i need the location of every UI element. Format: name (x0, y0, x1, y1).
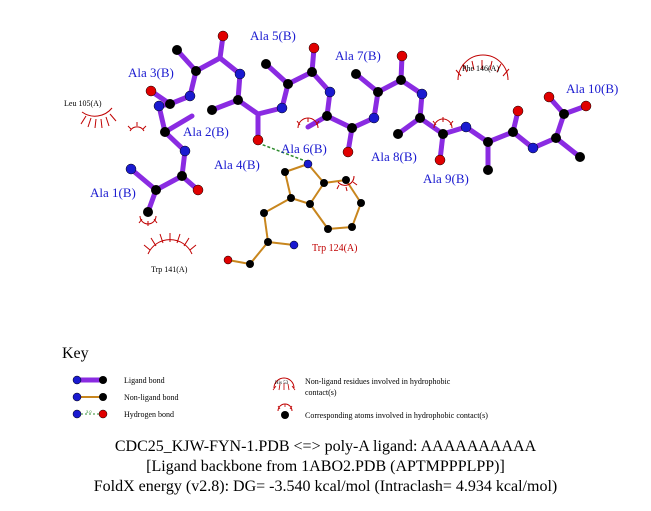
hydrophobic-arcs (80, 54, 510, 255)
phe-146-arc (455, 54, 510, 81)
hydrogen-bond (257, 142, 309, 163)
label-ala-7: Ala 7(B) (335, 48, 381, 63)
atoms (125, 30, 592, 268)
key-corresponding-atoms: Corresponding atoms involved in hydropho… (277, 403, 488, 420)
label-ala-8: Ala 8(B) (371, 149, 417, 164)
key-non-ligand-bond-label: Non-ligand bond (124, 393, 178, 402)
caption-line-3: FoldX energy (v2.8): DG= -3.540 kcal/mol… (94, 478, 557, 495)
label-leu-105: Leu 105(A) (64, 99, 102, 108)
key-ligand-bond: Ligand bond (72, 375, 165, 385)
label-ala-4: Ala 4(B) (214, 157, 260, 172)
caption-line-2: [Ligand backbone from 1ABO2.PDB (APTMPPP… (146, 458, 505, 475)
label-ala-2: Ala 2(B) (183, 124, 229, 139)
label-ala-1: Ala 1(B) (90, 185, 136, 200)
leu-105-arc (80, 107, 117, 129)
atom-contact-marks (127, 117, 454, 226)
label-phe-146: Phe 146(A) (462, 64, 499, 73)
key-hydrophobic-label-2: contact(s) (305, 388, 337, 397)
trp-141-arc (143, 233, 197, 255)
label-trp-141: Trp 141(A) (151, 265, 188, 274)
key-hydrophobic-residue: His 53 Non-ligand residues involved in h… (272, 377, 451, 397)
key-hydrogen-bond: 3.0 Hydrogen bond (72, 409, 174, 419)
key: Key Ligand bond Non-ligand bond 3.0 Hydr… (62, 345, 488, 420)
key-hydrogen-bond-label: Hydrogen bond (124, 410, 174, 419)
residue-labels: Ala 1(B) Ala 2(B) Ala 3(B) Ala 4(B) Ala … (64, 28, 618, 274)
key-ligand-bond-label: Ligand bond (124, 376, 165, 385)
label-ala-3: Ala 3(B) (128, 65, 174, 80)
label-ala-10: Ala 10(B) (566, 81, 618, 96)
label-ala-6: Ala 6(B) (281, 141, 327, 156)
key-his-53: His 53 (275, 381, 289, 386)
label-ala-5: Ala 5(B) (250, 28, 296, 43)
label-trp-124: Trp 124(A) (312, 243, 357, 254)
caption-line-1: CDC25_KJW-FYN-1.PDB <=> poly-A ligand: A… (115, 438, 537, 455)
key-title: Key (62, 345, 89, 362)
label-ala-9: Ala 9(B) (423, 171, 469, 186)
key-corresponding-atoms-label: Corresponding atoms involved in hydropho… (305, 411, 488, 420)
key-non-ligand-bond: Non-ligand bond (72, 392, 178, 402)
key-hbond-distance: 3.0 (86, 409, 92, 414)
key-hydrophobic-label-1: Non-ligand residues involved in hydropho… (305, 377, 451, 386)
caption: CDC25_KJW-FYN-1.PDB <=> poly-A ligand: A… (94, 438, 557, 495)
